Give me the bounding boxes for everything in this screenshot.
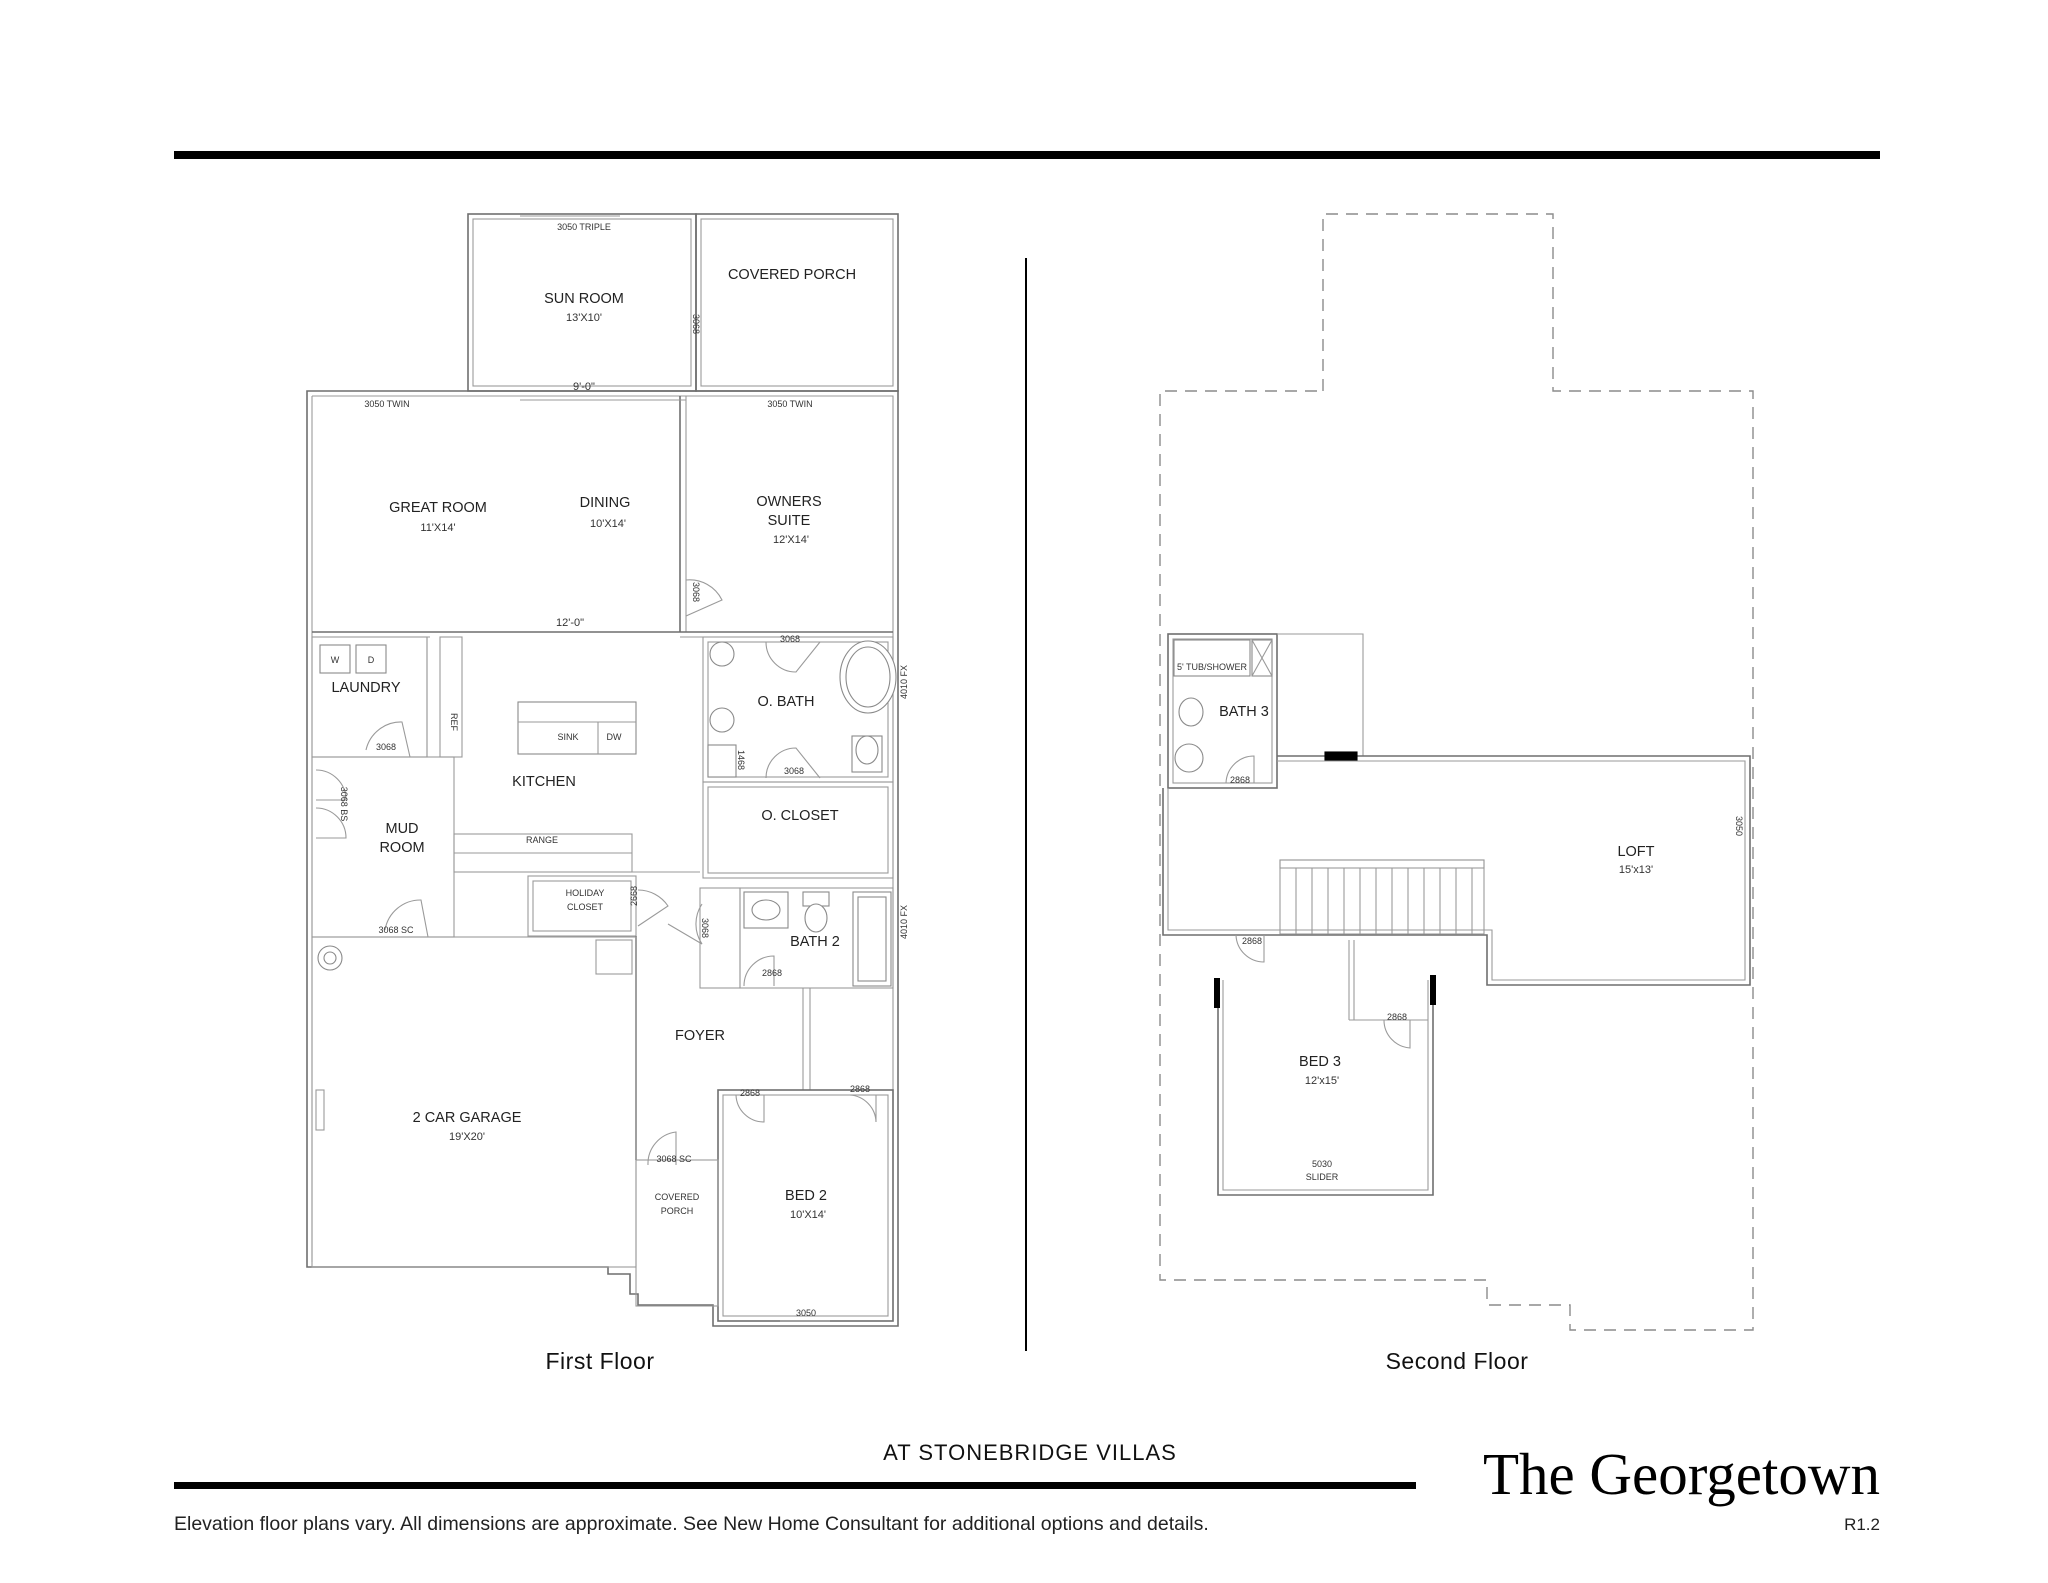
bed-2-label: BED 2 [785, 1188, 827, 1204]
stair-door-callout: 2868 [1242, 936, 1262, 946]
loft-size: 15'x13' [1619, 864, 1653, 876]
bed2-window-callout: 3050 [796, 1308, 816, 1318]
holiday-closet-label-2: CLOSET [567, 902, 604, 912]
bath2-door-callout: 2868 [762, 968, 782, 978]
kitchen-label: KITCHEN [512, 774, 576, 790]
model-name: The Georgetown [1482, 1441, 1880, 1507]
first-floor-ghost-outline [1159, 213, 1754, 1331]
owners-suite-label-1: OWNERS [756, 494, 821, 510]
closet-door-callout: 3068 [700, 918, 710, 938]
mud-room-label-2: ROOM [379, 840, 424, 856]
dining-size: 10'X14' [590, 518, 626, 530]
loft-label: LOFT [1617, 844, 1654, 860]
oclo-door-callout: 3068 [784, 766, 804, 776]
washer-label: W [331, 655, 340, 665]
bed-2-size: 10'X14' [790, 1209, 826, 1221]
mud-sc-callout: 3068 SC [378, 925, 414, 935]
great-room-size: 11'X14' [420, 522, 455, 534]
owner-window-callout: 3050 TWIN [767, 399, 812, 409]
footer-rule [174, 1482, 1416, 1489]
first-floor-label: First Floor [545, 1348, 655, 1374]
bed2-door-a-callout: 2868 [740, 1088, 760, 1098]
bed-3-walls [1217, 980, 1434, 1196]
slider-label: SLIDER [1306, 1172, 1339, 1182]
revision-number: R1.2 [1844, 1515, 1880, 1534]
holiday-closet-label-1: HOLIDAY [566, 888, 605, 898]
second-floor-plan [1159, 213, 1754, 1331]
owners-suite-size: 12'X14' [773, 534, 809, 546]
great-window-callout: 3050 TWIN [364, 399, 409, 409]
disclaimer: Elevation floor plans vary. All dimensio… [174, 1513, 1209, 1535]
slider-number: 5030 [1312, 1159, 1332, 1169]
dryer-label: D [368, 655, 375, 665]
front-porch-label-1: COVERED [655, 1192, 700, 1202]
first-floor-plan [306, 213, 899, 1327]
owner-door-callout: 3068 [691, 582, 701, 602]
main-outline [306, 390, 899, 1327]
garage-label: 2 CAR GARAGE [413, 1110, 522, 1126]
community-name: AT STONEBRIDGE VILLAS [883, 1440, 1177, 1465]
dining-label: DINING [580, 495, 631, 511]
dw-label: DW [607, 732, 622, 742]
range-label: RANGE [526, 835, 558, 845]
bath-3-walls [1167, 633, 1278, 789]
o-bath-label: O. BATH [758, 694, 815, 710]
stair [1279, 859, 1485, 935]
great-room-label: GREAT ROOM [389, 500, 487, 516]
laundry-label: LAUNDRY [331, 680, 400, 696]
mud-bs-callout: 3068 BS [339, 787, 349, 822]
tub-callout: 5' TUB/SHOWER [1177, 662, 1248, 672]
opening-9-dim: 9'-0" [573, 381, 595, 393]
sink-label: SINK [557, 732, 578, 742]
obath-window-callout: 4010 FX [899, 665, 909, 699]
bath-2-label: BATH 2 [790, 934, 840, 950]
bed-3-label: BED 3 [1299, 1054, 1341, 1070]
laundry-door-callout: 3068 [376, 742, 396, 752]
rear-porch-label: COVERED PORCH [728, 267, 856, 283]
linen-callout: 1468 [736, 750, 746, 770]
foyer-label: FOYER [675, 1028, 725, 1044]
front-porch-label-2: PORCH [661, 1206, 694, 1216]
sun-door-callout: 3068 [691, 314, 701, 334]
sun-room-size: 13'X10' [566, 312, 602, 324]
holiday-door-callout: 2668 [629, 886, 639, 906]
owners-suite-label-2: SUITE [768, 513, 811, 529]
bed-3-size: 12'x15' [1305, 1075, 1339, 1087]
bath-3-label: BATH 3 [1219, 704, 1269, 720]
rear-porch-outline [695, 213, 899, 392]
center-divider [1025, 258, 1027, 1351]
bath2-window-callout: 4010 FX [899, 905, 909, 939]
bath3-door-callout: 2868 [1230, 775, 1250, 785]
sun-window-callout: 3050 TRIPLE [557, 222, 611, 232]
first-floor-labels: 3050 TRIPLE SUN ROOM 13'X10' 3068 COVERE… [331, 222, 909, 1318]
garage-size: 19'X20' [449, 1131, 485, 1143]
bed3-door-callout: 2868 [1387, 1012, 1407, 1022]
header-rule [174, 151, 1880, 159]
mud-room-label-1: MUD [385, 821, 418, 837]
opening-12-dim: 12'-0" [556, 617, 584, 629]
sun-room-label: SUN ROOM [544, 291, 624, 307]
ref-label: REF [449, 713, 459, 732]
obath-door-callout: 3068 [780, 634, 800, 644]
loft-walls [1162, 755, 1751, 986]
bed2-door-b-callout: 2868 [850, 1084, 870, 1094]
second-floor-labels: 5' TUB/SHOWER BATH 3 2868 3050 LOFT 15'x… [1177, 662, 1744, 1182]
second-floor-label: Second Floor [1385, 1348, 1529, 1374]
loft-window-callout: 3050 [1734, 816, 1744, 836]
front-door-callout: 3068 SC [656, 1154, 692, 1164]
o-closet-label: O. CLOSET [761, 808, 838, 824]
